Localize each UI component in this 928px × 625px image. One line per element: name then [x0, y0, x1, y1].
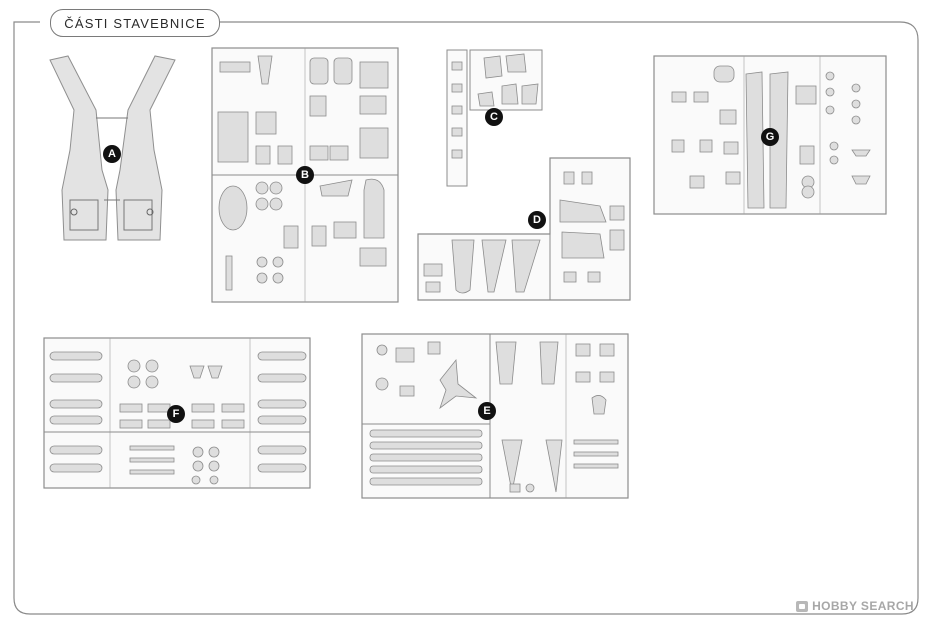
hobby-search-logo-icon [796, 600, 809, 612]
section-title: ČÁSTI STAVEBNICE [64, 15, 206, 31]
sprue-a-fuselage [49, 55, 176, 241]
sprue-label-f: F [167, 405, 185, 423]
sprue-g-frame [653, 55, 887, 215]
sprue-label-a: A [103, 145, 121, 163]
section-title-tab: ČÁSTI STAVEBNICE [50, 9, 220, 37]
sprue-c-frame [446, 49, 543, 187]
sprue-label-g: G [761, 128, 779, 146]
sprue-label-d: D [528, 211, 546, 229]
sprue-label-c: C [485, 108, 503, 126]
sprue-e-frame [361, 333, 629, 499]
sprue-label-b: B [296, 166, 314, 184]
sprue-label-e: E [478, 402, 496, 420]
sprue-d-frame [417, 157, 631, 301]
hobby-search-watermark: HOBBY SEARCH [796, 599, 914, 613]
watermark-text: HOBBY SEARCH [812, 599, 914, 613]
